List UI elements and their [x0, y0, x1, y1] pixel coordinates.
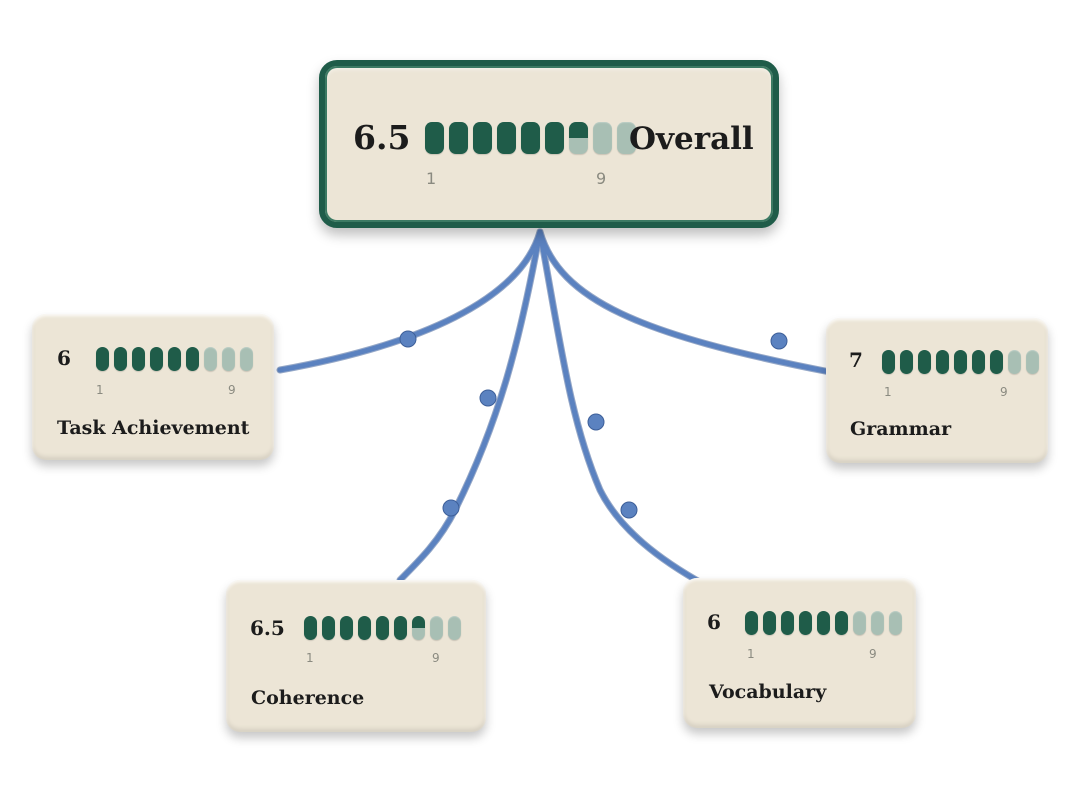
connector-bead [770, 332, 788, 350]
connector-bead [399, 330, 417, 348]
score-segment [871, 611, 884, 635]
score-segment [853, 611, 866, 635]
criterion-score: 6.5 [250, 616, 285, 640]
overall-score-bar [425, 122, 636, 154]
score-segment [394, 616, 407, 640]
score-segment [817, 611, 830, 635]
overall-score-card: 6.5 1 9 Overall [319, 60, 779, 228]
scale-max-label: 9 [1000, 385, 1008, 399]
score-segment [882, 350, 895, 374]
score-segment [96, 347, 109, 371]
score-segment [781, 611, 794, 635]
criterion-label: Vocabulary [709, 681, 827, 703]
score-segment [1026, 350, 1039, 374]
score-segment [304, 616, 317, 640]
scale-max-label: 9 [228, 383, 236, 397]
criterion-score-bar [96, 347, 253, 371]
connector-grammar [537, 229, 833, 375]
score-segment [835, 611, 848, 635]
score-segment [593, 122, 612, 154]
score-segment [497, 122, 516, 154]
scale-min-label: 1 [96, 383, 104, 397]
score-segment [745, 611, 758, 635]
score-segment [1008, 350, 1021, 374]
overall-label: Overall [629, 121, 754, 157]
score-segment [473, 122, 492, 154]
scale-min-label: 1 [884, 385, 892, 399]
score-segment [449, 122, 468, 154]
score-segment [954, 350, 967, 374]
connector-bead [479, 389, 497, 407]
criterion-score-bar [304, 616, 461, 640]
criterion-label: Grammar [850, 418, 952, 440]
score-segment [799, 611, 812, 635]
score-segment [521, 122, 540, 154]
scale-max-label: 9 [869, 647, 877, 661]
score-segment [990, 350, 1003, 374]
score-segment [617, 122, 636, 154]
connector-bead [442, 499, 460, 517]
score-segment [222, 347, 235, 371]
criterion-score: 7 [849, 348, 863, 372]
connector-vocabulary [537, 229, 708, 588]
criterion-card-coherence: 6.5 1 9 Coherence [226, 580, 486, 732]
score-segment [204, 347, 217, 371]
score-segment [889, 611, 902, 635]
criterion-card-grammar: 7 1 9 Grammar [826, 318, 1048, 463]
criterion-card-task-achievement: 6 1 9 Task Achievement [32, 314, 274, 460]
scale-min-label: 1 [306, 651, 314, 665]
criterion-score-bar [882, 350, 1039, 374]
connector-bead [587, 413, 605, 431]
criterion-label: Coherence [251, 687, 365, 709]
criterion-label: Task Achievement [57, 417, 250, 439]
score-segment [918, 350, 931, 374]
score-segment [936, 350, 949, 374]
scale-min-label: 1 [426, 169, 437, 188]
criterion-score: 6 [707, 610, 721, 634]
score-segment [358, 616, 371, 640]
score-segment [150, 347, 163, 371]
score-segment [114, 347, 127, 371]
score-segment [186, 347, 199, 371]
connector-task [277, 229, 543, 373]
score-segment [132, 347, 145, 371]
score-segment [340, 616, 353, 640]
scale-max-label: 9 [596, 169, 607, 188]
connector-bead [620, 501, 638, 519]
score-segment [425, 122, 444, 154]
scale-min-label: 1 [747, 647, 755, 661]
score-segment [448, 616, 461, 640]
score-segment [168, 347, 181, 371]
score-segment [972, 350, 985, 374]
score-segment [763, 611, 776, 635]
score-segment [430, 616, 443, 640]
criterion-card-vocabulary: 6 1 9 Vocabulary [683, 578, 916, 728]
score-segment [412, 616, 425, 640]
scale-max-label: 9 [432, 651, 440, 665]
criterion-score: 6 [57, 346, 71, 370]
score-segment [322, 616, 335, 640]
overall-score: 6.5 [353, 118, 411, 157]
score-segment [900, 350, 913, 374]
criterion-score-bar [745, 611, 902, 635]
score-segment [376, 616, 389, 640]
score-segment [569, 122, 588, 154]
score-segment [545, 122, 564, 154]
connector-coherence [397, 229, 543, 583]
score-segment [240, 347, 253, 371]
